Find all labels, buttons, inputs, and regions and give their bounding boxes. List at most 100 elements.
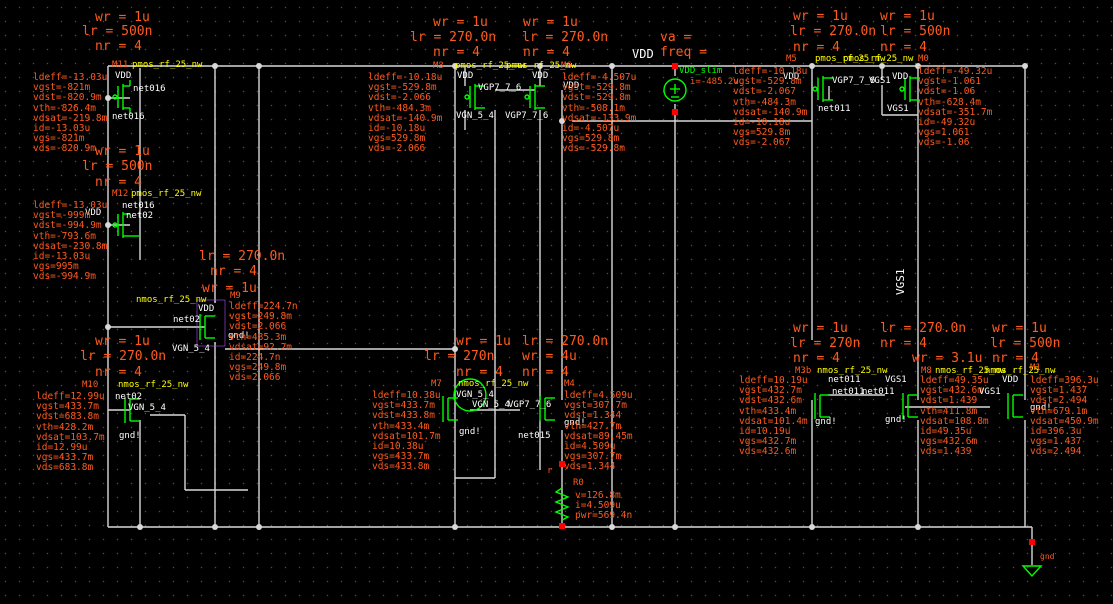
m3-pin-vdd: VDD [457, 71, 474, 81]
m9-op-point: ldeff=224.7n vgst=249.8m vdst=2.066 vth=… [229, 301, 298, 384]
vdd-source-name: VDD_slim [679, 66, 723, 76]
m7-wr: wr = 1u [456, 334, 511, 349]
m10-pin-gate: VGN_5_4 [128, 403, 166, 413]
m6-pin-vdd: VDD [532, 71, 549, 81]
m9-model: nmos_rf_25_nw [136, 295, 207, 305]
m3-lr: lr = 270.0n [410, 30, 497, 45]
m1-pin-vdd: VDD [1002, 375, 1019, 385]
m5-wr: wr = 1u [793, 9, 848, 24]
m3b-pin-drain: net011 [828, 375, 861, 385]
m9-pin-gnd: gnd! [228, 331, 250, 341]
m8-op-point: ldeff=49.35u vgst=432.6m vdst=1.439 vth=… [920, 375, 989, 458]
m1-model: nmos_rf_25_nw [985, 366, 1056, 376]
m12-op-point: ldeff=-13.03u vgst=-999m vdst=-994.9m vt… [33, 200, 108, 283]
m0-op-point: ldeff=-49.32u vgst=-1.061 vdst=-1.06 vth… [918, 66, 993, 149]
m10-lr: lr = 270.0n [80, 349, 167, 364]
m3b-wr: wr = 1u [793, 321, 848, 336]
m4-op-point: ldeff=4.509u vgst=307.7m vdst=1.344 vth=… [564, 390, 633, 473]
m0-lr: lr = 500n [880, 24, 951, 39]
m10-model: nmos_rf_25_nw [118, 380, 189, 390]
m0-nr: nr = 4 [880, 40, 927, 55]
m9-nr: nr = 4 [210, 264, 257, 279]
m9-lr: lr = 270.0n [199, 249, 286, 264]
m10-wr: wr = 1u [95, 334, 150, 349]
ground-label: gnd [1040, 552, 1055, 561]
m7-op-point: ldeff=10.38u vgst=433.7m vdst=433.8m vth… [372, 390, 441, 473]
m0-model: pmos_rf_25_nw [843, 54, 914, 64]
m8-lr: lr = 270.0n [880, 321, 967, 336]
m4-wr: wr = 4u [522, 349, 577, 364]
m3-nr: nr = 4 [433, 45, 480, 60]
m8-nr: nr = 4 [880, 336, 927, 351]
m3b-op-point: ldeff=10.19u vgst=432.7m vdst=432.6m vth… [739, 375, 808, 458]
m0-id: M0 [918, 54, 929, 64]
m7-model: nmos_rf_25_nw [458, 379, 529, 389]
m3b-pin-gnd: gnd! [815, 417, 837, 427]
m3-model: pmos_rf_25_nw [455, 61, 526, 71]
m5-lr: lr = 270.0n [790, 24, 877, 39]
m6-pin-source: VDD [563, 81, 580, 91]
va-label: va = [660, 30, 692, 45]
m3b-nr: nr = 4 [793, 351, 840, 366]
m10-op-point: ldeff=12.99u vgst=433.7m vdst=683.8m vth… [36, 391, 105, 474]
m12-wr: wr = 1u [95, 144, 150, 159]
m3b-id: M3b [795, 366, 812, 376]
freq-label: freq = [660, 45, 707, 60]
m1-op-point: ldeff=396.3u vgst=1.437 vdst=2.494 vth=6… [1030, 375, 1099, 458]
m10-pin-gnd: gnd! [119, 431, 141, 441]
m4-pin-source: net015 [518, 431, 551, 441]
m5-op-point: ldeff=-10.18u vgst=-529.8m vdst=-2.067 v… [733, 66, 808, 149]
m8-pin-gnd: gnd! [885, 415, 907, 425]
resistor-name: R0 [573, 478, 584, 488]
m5-pin-drain: net011 [818, 104, 851, 114]
m11-nr: nr = 4 [95, 39, 142, 54]
m7-pin-gate: VGN_5_4 [472, 400, 510, 410]
m4-lr: lr = 270.0n [522, 334, 609, 349]
m8-model: nmos_rf_25_nw [935, 366, 1006, 376]
m4-id: M4 [564, 379, 575, 389]
m7-id: M7 [431, 379, 442, 389]
vdd-source-current: i=-485.2u [690, 77, 739, 87]
resistor-op-point: v=126.8m i=4.509u pwr=569.4n [575, 490, 633, 522]
m7-pin-drain: VGN_5_4 [456, 390, 494, 400]
m5-model: pmos_rf_25_nw [815, 54, 886, 64]
m8-pin-gate: net011 [862, 387, 895, 397]
m0-wr: wr = 1u [880, 9, 935, 24]
m9-pin-gate: VGN_5_4 [172, 344, 210, 354]
m10-id: M10 [82, 380, 99, 390]
m12-model: pmos_rf_25_nw [131, 189, 202, 199]
m12-pin-vdd: VDD [85, 208, 102, 218]
m11-pin-gate: net016 [133, 84, 166, 94]
m1-pin-gate: VGS1 [979, 387, 1001, 397]
m11-pin-drain: net016 [112, 112, 145, 122]
vgs1-net-label: VGS1 [894, 268, 907, 296]
m6-pin-gate: VGP7_7_6 [505, 111, 549, 121]
m7-nr: nr = 4 [456, 365, 503, 380]
m4-nr: nr = 4 [522, 365, 569, 380]
m6-wr: wr = 1u [523, 15, 578, 30]
m1-nr: nr = 4 [992, 351, 1039, 366]
m8-id: M8 [921, 366, 932, 376]
m9-pin-vdd: VDD [198, 304, 215, 314]
m10-nr: nr = 4 [95, 365, 142, 380]
m0-pin-drain: VGS1 [887, 104, 909, 114]
m3-id: M3 [433, 61, 444, 71]
m3-op-point: ldeff=-10.18u vgst=-529.8m vdst=-2.066 v… [368, 72, 443, 155]
m6-lr: lr = 270.0n [522, 30, 609, 45]
m9-pin-drain: net02 [173, 315, 201, 325]
m4-pin-gnd: gnd! [564, 418, 586, 428]
m12-lr: lr = 500n [82, 159, 153, 174]
m11-id: M11 [112, 60, 129, 70]
m9-wr: wr = 1u [202, 281, 257, 296]
m6-nr: nr = 4 [523, 45, 570, 60]
m6-model: pmos_rf_25_nw [506, 61, 577, 71]
m12-id: M12 [112, 189, 129, 199]
m8-pin-drain: VGS1 [885, 375, 907, 385]
m0-pin-gate: VGS1 [869, 76, 891, 86]
m7-pin-gnd: gnd! [459, 427, 481, 437]
m12-pin-drain: net02 [126, 211, 154, 221]
m11-model: pmos_rf_25_nw [132, 60, 203, 70]
